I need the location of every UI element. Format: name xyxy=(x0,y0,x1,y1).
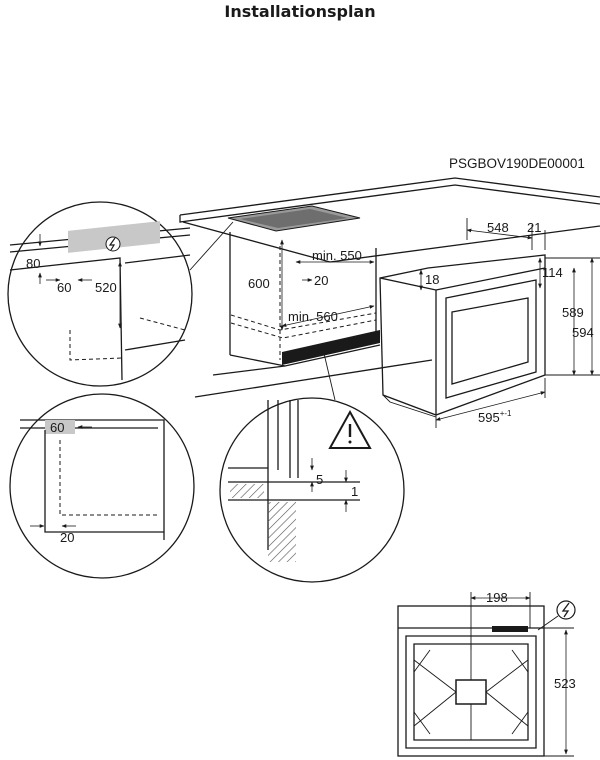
product-code: PSGBOV190DE00001 xyxy=(449,156,585,171)
dim-21: 21 xyxy=(527,220,541,235)
dim-60-left: 60 xyxy=(57,280,71,295)
dim-548: 548 xyxy=(487,220,509,235)
dim-114: 114 xyxy=(542,265,563,280)
dim-198: 198 xyxy=(486,590,508,605)
oven-dimensions: 548 21 18 114 589 594 595+-1 xyxy=(419,218,600,428)
cabinet-dimensions: 600 min. 550 20 min. 560 xyxy=(248,239,375,331)
detail-circle-power: 80 60 520 xyxy=(7,201,234,387)
page-title: Installationsplan xyxy=(224,2,376,21)
dim-80: 80 xyxy=(26,256,40,271)
detail-circle-side: 60 20 xyxy=(9,393,195,579)
dim-18: 18 xyxy=(425,272,439,287)
dim-594: 594 xyxy=(572,325,594,340)
power-plug-icon xyxy=(105,236,121,252)
dim-595: 595+-1 xyxy=(478,409,512,425)
dim-5: 5 xyxy=(316,472,323,487)
warning-icon xyxy=(328,409,372,449)
dim-520: 520 xyxy=(95,280,117,295)
dim-20-circle: 20 xyxy=(60,530,74,545)
oven-sketch xyxy=(379,254,546,418)
dim-600: 600 xyxy=(248,276,270,291)
dim-589: 589 xyxy=(562,305,584,320)
dim-min-550: min. 550 xyxy=(312,248,362,263)
dim-1: 1 xyxy=(351,484,358,499)
power-plug-icon-rear xyxy=(537,600,576,631)
cabinet-sketch xyxy=(179,177,600,398)
detail-circle-gap: 5 1 xyxy=(219,344,405,583)
dim-min-560: min. 560 xyxy=(288,309,338,324)
dim-20-top: 20 xyxy=(314,273,328,288)
rear-view: 198 523 xyxy=(397,590,576,757)
dim-523: 523 xyxy=(554,676,576,691)
dim-60-circle: 60 xyxy=(50,420,64,435)
